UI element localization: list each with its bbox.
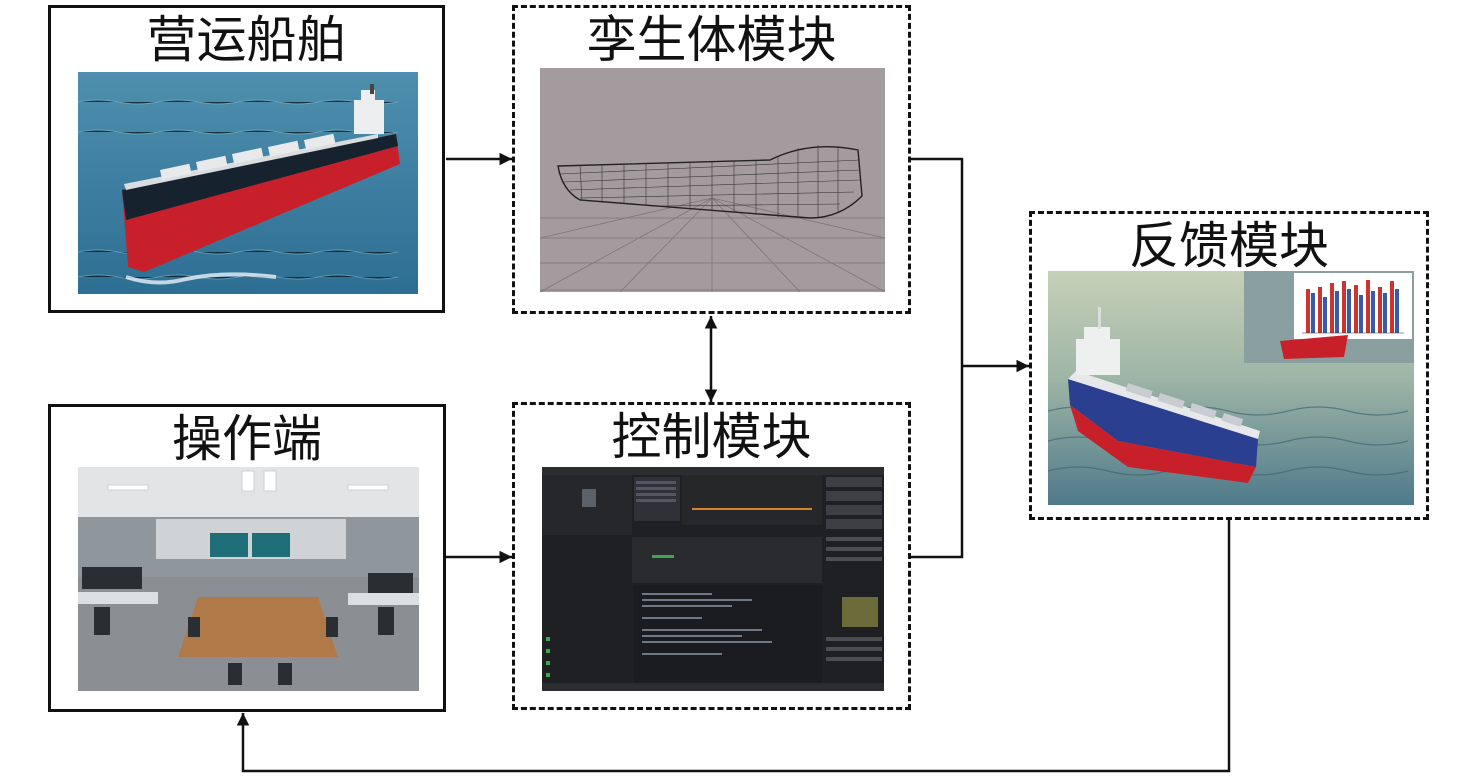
node-twin-title: 孪生体模块 (586, 11, 837, 69)
edge-twin-to-feedback (911, 157, 964, 366)
feedback-render-image (1048, 271, 1414, 505)
node-feedback: 反馈模块 (1029, 211, 1429, 520)
node-twin: 孪生体模块 (512, 5, 911, 314)
node-operator: 操作端 (48, 404, 446, 712)
node-operator-title: 操作端 (172, 410, 322, 468)
hull-wireframe-image (540, 68, 885, 292)
edge-control-to-feedback (911, 366, 964, 559)
editor-screenshot (542, 467, 884, 691)
node-ship: 营运船舶 (48, 5, 445, 313)
control-room-photo (78, 467, 419, 691)
node-control-title: 控制模块 (611, 408, 812, 466)
node-ship-title: 营运船舶 (146, 11, 347, 69)
ship-photo (78, 72, 418, 294)
edge-feedback-to-operator (236, 520, 1231, 773)
node-control: 控制模块 (512, 402, 911, 710)
node-feedback-title: 反馈模块 (1129, 217, 1329, 275)
